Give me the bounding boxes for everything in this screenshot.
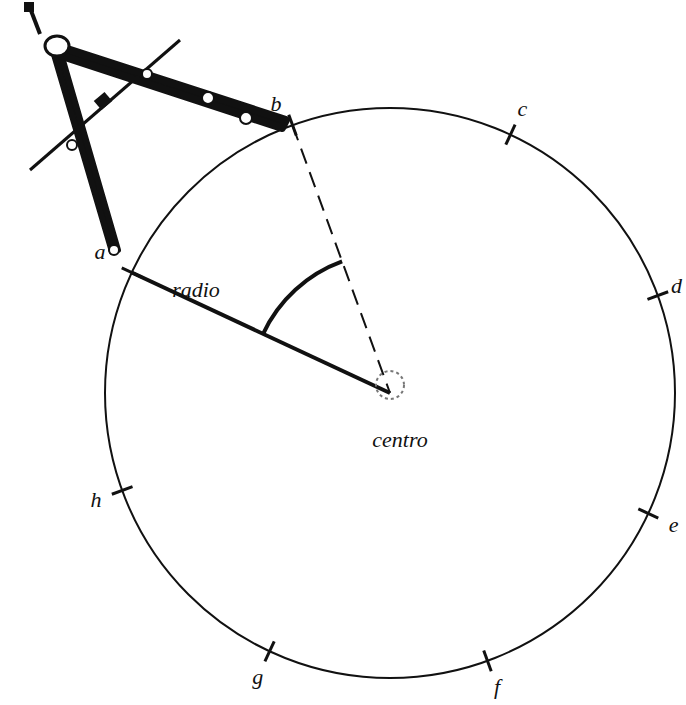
point-label: e xyxy=(669,514,679,536)
tick-marks xyxy=(112,115,668,671)
tick-mark xyxy=(484,650,492,671)
compass-pivot xyxy=(376,371,404,399)
point-label: c xyxy=(517,98,527,120)
point-label: d xyxy=(671,275,682,297)
radius-label: radio xyxy=(172,279,220,301)
point-label: a xyxy=(95,241,106,263)
tick-mark xyxy=(638,509,658,518)
point-label: h xyxy=(90,489,101,511)
tick-mark xyxy=(112,487,133,495)
compass xyxy=(24,2,286,255)
tick-mark xyxy=(506,125,515,145)
radius-line xyxy=(132,273,390,393)
point-label: b xyxy=(271,93,282,115)
tick-mark xyxy=(265,641,274,661)
center-label: centro xyxy=(372,429,427,451)
dashed-radius xyxy=(293,125,390,393)
tick-mark xyxy=(647,292,668,300)
point-label: f xyxy=(494,676,500,698)
angle-arc xyxy=(263,261,342,333)
point-label: g xyxy=(252,666,263,688)
circle-outline xyxy=(105,108,675,678)
